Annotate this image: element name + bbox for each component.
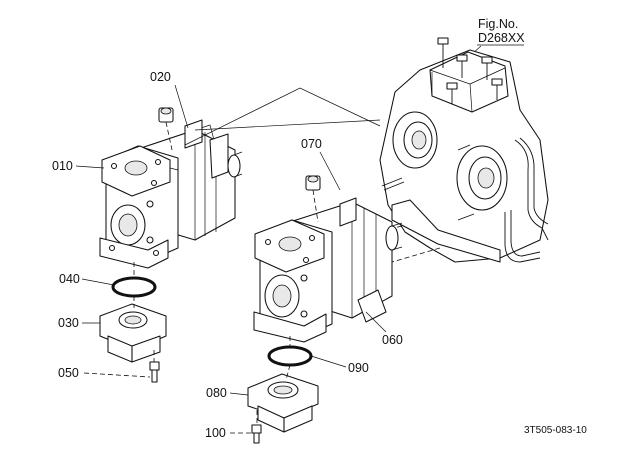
callout-010-label: 010 bbox=[52, 159, 73, 173]
callout-080-label: 080 bbox=[206, 386, 227, 400]
callout-020-leader bbox=[174, 84, 189, 129]
callout-050-label: 050 bbox=[58, 366, 79, 380]
plug-020[interactable] bbox=[158, 107, 174, 123]
callout-040-leader bbox=[81, 278, 115, 286]
callout-090[interactable]: 090 bbox=[310, 355, 369, 375]
plug-070[interactable] bbox=[305, 175, 321, 191]
callout-030[interactable]: 030 bbox=[58, 316, 100, 330]
callout-100[interactable]: 100 bbox=[205, 426, 252, 440]
flange-080[interactable] bbox=[247, 373, 319, 433]
callout-070-leader bbox=[319, 151, 341, 191]
callout-090-label: 090 bbox=[348, 361, 369, 375]
assembly-lines bbox=[133, 87, 381, 425]
callout-030-label: 030 bbox=[58, 316, 79, 330]
hydraulic-pump-060[interactable] bbox=[253, 197, 403, 343]
callout-060-leader bbox=[365, 311, 387, 333]
fig-no-value: D268XX bbox=[478, 31, 525, 45]
callout-040[interactable]: 040 bbox=[59, 272, 115, 286]
callout-020[interactable]: 020 bbox=[150, 70, 189, 129]
callout-090-leader bbox=[310, 355, 347, 368]
callout-040-label: 040 bbox=[59, 272, 80, 286]
callout-060[interactable]: 060 bbox=[365, 311, 403, 347]
transmission-housing bbox=[359, 37, 549, 263]
callout-060-label: 060 bbox=[382, 333, 403, 347]
bolt-100[interactable] bbox=[251, 424, 262, 444]
fig-no-label: Fig.No. bbox=[478, 17, 518, 31]
callout-100-label: 100 bbox=[205, 426, 226, 440]
callout-070-label: 070 bbox=[301, 137, 322, 151]
drawing-code: 3T505-083-10 bbox=[524, 425, 587, 436]
callout-010[interactable]: 010 bbox=[52, 159, 105, 173]
callout-050[interactable]: 050 bbox=[58, 366, 151, 380]
hydraulic-pump-010[interactable] bbox=[99, 119, 243, 269]
callout-010-leader bbox=[75, 165, 105, 169]
callout-080[interactable]: 080 bbox=[206, 386, 249, 400]
callout-080-leader bbox=[229, 392, 249, 396]
bolt-050[interactable] bbox=[149, 361, 160, 383]
flange-030[interactable] bbox=[99, 303, 167, 363]
o-ring-090[interactable] bbox=[267, 345, 313, 367]
callout-020-label: 020 bbox=[150, 70, 171, 84]
o-ring-040[interactable] bbox=[111, 276, 157, 298]
callout-070[interactable]: 070 bbox=[301, 137, 341, 191]
callout-050-leader bbox=[83, 372, 151, 378]
